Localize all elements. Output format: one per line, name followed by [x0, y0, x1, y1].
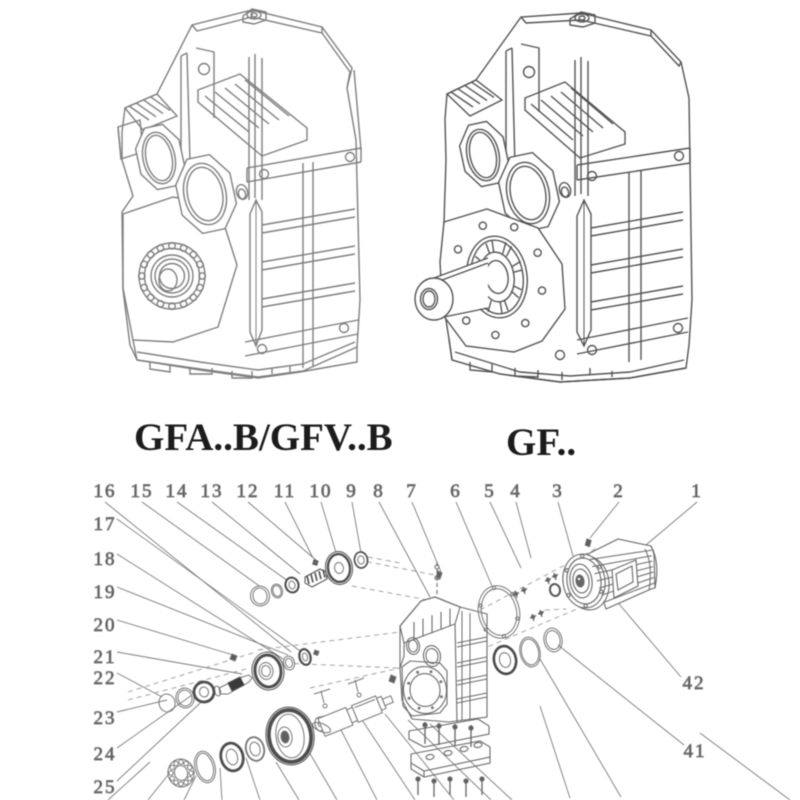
svg-text:21: 21: [94, 647, 117, 668]
svg-text:GFA..B/GFV..B: GFA..B/GFV..B: [134, 416, 393, 459]
svg-text:18: 18: [94, 549, 117, 570]
svg-text:12: 12: [237, 481, 260, 502]
svg-text:15: 15: [131, 481, 154, 502]
svg-text:17: 17: [94, 514, 117, 535]
svg-text:13: 13: [201, 481, 224, 502]
svg-text:42: 42: [683, 673, 706, 694]
svg-text:14: 14: [166, 481, 189, 502]
svg-text:9: 9: [346, 481, 358, 502]
svg-text:20: 20: [94, 615, 117, 636]
svg-text:3: 3: [552, 481, 564, 502]
svg-text:1: 1: [691, 481, 703, 502]
svg-text:7: 7: [406, 481, 418, 502]
svg-text:GF..: GF..: [506, 421, 576, 464]
svg-text:10: 10: [310, 481, 333, 502]
svg-text:41: 41: [684, 741, 707, 762]
svg-text:22: 22: [94, 668, 117, 689]
svg-text:24: 24: [94, 744, 117, 765]
svg-text:2: 2: [613, 481, 625, 502]
svg-text:25: 25: [94, 777, 117, 798]
svg-text:11: 11: [274, 481, 296, 502]
svg-text:5: 5: [484, 481, 496, 502]
svg-text:19: 19: [94, 582, 117, 603]
svg-text:23: 23: [94, 708, 117, 729]
svg-text:6: 6: [450, 481, 462, 502]
svg-text:8: 8: [373, 481, 385, 502]
svg-text:4: 4: [510, 481, 522, 502]
svg-text:16: 16: [94, 481, 117, 502]
